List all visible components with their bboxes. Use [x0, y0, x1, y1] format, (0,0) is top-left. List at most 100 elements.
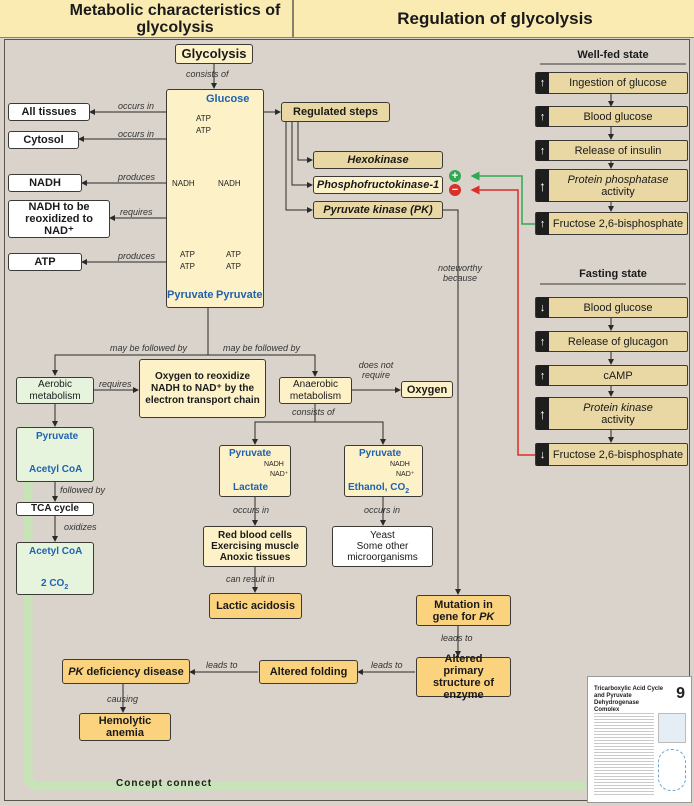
up-arrow-icon: ↑ — [536, 397, 549, 430]
nadh-out-2: NADH — [218, 179, 241, 188]
hemolytic-anemia-box: Hemolytic anemia — [79, 713, 171, 741]
consists-of-label: consists of — [186, 69, 229, 79]
aerobic-acetylcoa-label: Acetyl CoA — [29, 464, 83, 475]
produces-label-2: produces — [118, 251, 156, 261]
fasting-item-2: ↑Release of glucagon — [535, 331, 688, 352]
may-be-followed-right: may be followed by — [223, 343, 301, 353]
atp-out-1: ATP — [180, 250, 195, 259]
atp-out-4: ATP — [226, 262, 241, 271]
left-section-title: Metabolic characteristics of glycolysis — [0, 0, 350, 38]
down-arrow-icon: ↓ — [536, 297, 549, 318]
content-frame — [4, 39, 690, 801]
acetylcoa-co2-box — [16, 542, 94, 595]
nadh-reoxidized-box: NADH to be reoxidized to NAD⁺ — [8, 200, 110, 238]
atp-out-2: ATP — [180, 262, 195, 271]
oxidizes-label: oxidizes — [64, 522, 97, 532]
lactic-acidosis-box: Lactic acidosis — [209, 593, 302, 619]
atp-in-2: ATP — [196, 126, 211, 135]
right-section-title: Regulation of glycolysis — [292, 0, 694, 38]
requires-oxygen-label: requires — [99, 379, 132, 389]
nadh-box: NADH — [8, 174, 82, 192]
wellfed-item-5: ↑Fructose 2,6-bisphosphate — [535, 212, 688, 235]
consists-of-label-2: consists of — [292, 407, 335, 417]
thumb-figure-2 — [658, 749, 686, 791]
thumb-text-lines — [594, 711, 654, 797]
concept-connect-label: Concept connect — [116, 778, 213, 789]
fasting-item-3: ↑cAMP — [535, 365, 688, 386]
lactate-box — [219, 445, 291, 497]
glucose-label: Glucose — [206, 93, 250, 105]
fasting-item-1: ↓Blood glucose — [535, 297, 688, 318]
up-arrow-icon: ↑ — [536, 365, 549, 386]
occurs-in-ethanol-label: occurs in — [364, 505, 401, 515]
leads-to-label-3: leads to — [206, 660, 238, 670]
pk-abbr: PK — [413, 204, 430, 216]
pyruvate-label-1: Pyruvate — [167, 289, 214, 301]
cytosol-box: Cytosol — [8, 131, 79, 149]
requires-label: requires — [120, 207, 153, 217]
ethanol-box — [344, 445, 423, 497]
up-arrow-icon: ↑ — [536, 72, 549, 94]
aerobic-pyruvate-label: Pyruvate — [36, 431, 79, 442]
fasting-title: Fasting state — [579, 268, 647, 280]
well-fed-title: Well-fed state — [577, 49, 649, 61]
lactate-nadh-label: NADH — [264, 461, 284, 468]
atp-out-3: ATP — [226, 250, 241, 259]
leads-to-label-1: leads to — [441, 633, 473, 643]
down-arrow-icon: ↓ — [536, 443, 549, 466]
pfk1-box: Phosphofructokinase-1 — [313, 176, 443, 194]
activation-plus-icon: + — [449, 170, 461, 182]
thumb-title: Tricarboxylic Acid Cycle and Pyruvate De… — [594, 686, 664, 713]
atp-in-1: ATP — [196, 114, 211, 123]
inhibition-minus-icon: − — [449, 184, 461, 196]
wellfed-item-1: ↑Ingestion of glucose — [535, 72, 688, 94]
up-arrow-icon: ↑ — [536, 331, 549, 352]
aerobic-pyruvate-box — [16, 427, 94, 482]
thumb-figure-1 — [658, 713, 686, 743]
ethanol-nad-label: NAD⁺ — [396, 471, 415, 478]
followed-by-label: followed by — [60, 485, 106, 495]
oxygen-box: Oxygen — [401, 381, 453, 398]
thumb-chapter-number: 9 — [676, 685, 685, 702]
pk-deficiency-box: PK deficiency disease — [62, 659, 190, 684]
chapter-thumbnail[interactable]: Tricarboxylic Acid Cycle and Pyruvate De… — [587, 676, 692, 803]
pyruvate-kinase-box: Pyruvate kinase (PK) — [313, 201, 443, 219]
can-result-in-label: can result in — [226, 574, 275, 584]
up-arrow-icon: ↑ — [536, 212, 549, 235]
nadh-out-1: NADH — [172, 179, 195, 188]
hexokinase-box: Hexokinase — [313, 151, 443, 169]
glycolysis-pathway-box — [166, 89, 264, 308]
does-not-require-label: does not require — [358, 360, 394, 380]
mutation-box: Mutation in gene for PK — [416, 595, 511, 626]
wellfed-item-2: ↑Blood glucose — [535, 106, 688, 127]
altered-folding-box: Altered folding — [259, 660, 358, 684]
wellfed-item-3: ↑Release of insulin — [535, 140, 688, 161]
up-arrow-icon: ↑ — [536, 106, 549, 127]
lactate-label: Lactate — [233, 482, 269, 493]
pyruvate-label-2: Pyruvate — [216, 289, 263, 301]
altered-primary-box: Altered primary structure of enzyme — [416, 653, 511, 701]
tca-cycle-box: TCA cycle — [16, 502, 94, 516]
leads-to-label-2: leads to — [371, 660, 403, 670]
co2-label: 2 CO2 — [41, 578, 69, 591]
ethanol-pyruvate-label: Pyruvate — [359, 448, 402, 459]
fasting-item-5: ↓Fructose 2,6-bisphosphate — [535, 443, 688, 466]
occurs-in-label-1: occurs in — [118, 101, 155, 111]
up-arrow-icon: ↑ — [536, 140, 549, 161]
occurs-in-label-2: occurs in — [118, 129, 155, 139]
produces-label-1: produces — [118, 172, 156, 182]
ethanol-co2-label: Ethanol, CO2 — [348, 482, 410, 495]
noteworthy-label: noteworthy because — [437, 263, 483, 283]
regulated-steps-box: Regulated steps — [281, 102, 390, 122]
pk-prefix: Pyruvate kinase ( — [323, 204, 414, 216]
atp-box: ATP — [8, 253, 82, 271]
aerobic-metabolism-box: Aerobic metabolism — [16, 377, 94, 404]
occurs-in-lactate-label: occurs in — [233, 505, 270, 515]
pk-suffix: ) — [429, 204, 433, 216]
causing-label: causing — [107, 694, 139, 704]
may-be-followed-left: may be followed by — [110, 343, 188, 353]
